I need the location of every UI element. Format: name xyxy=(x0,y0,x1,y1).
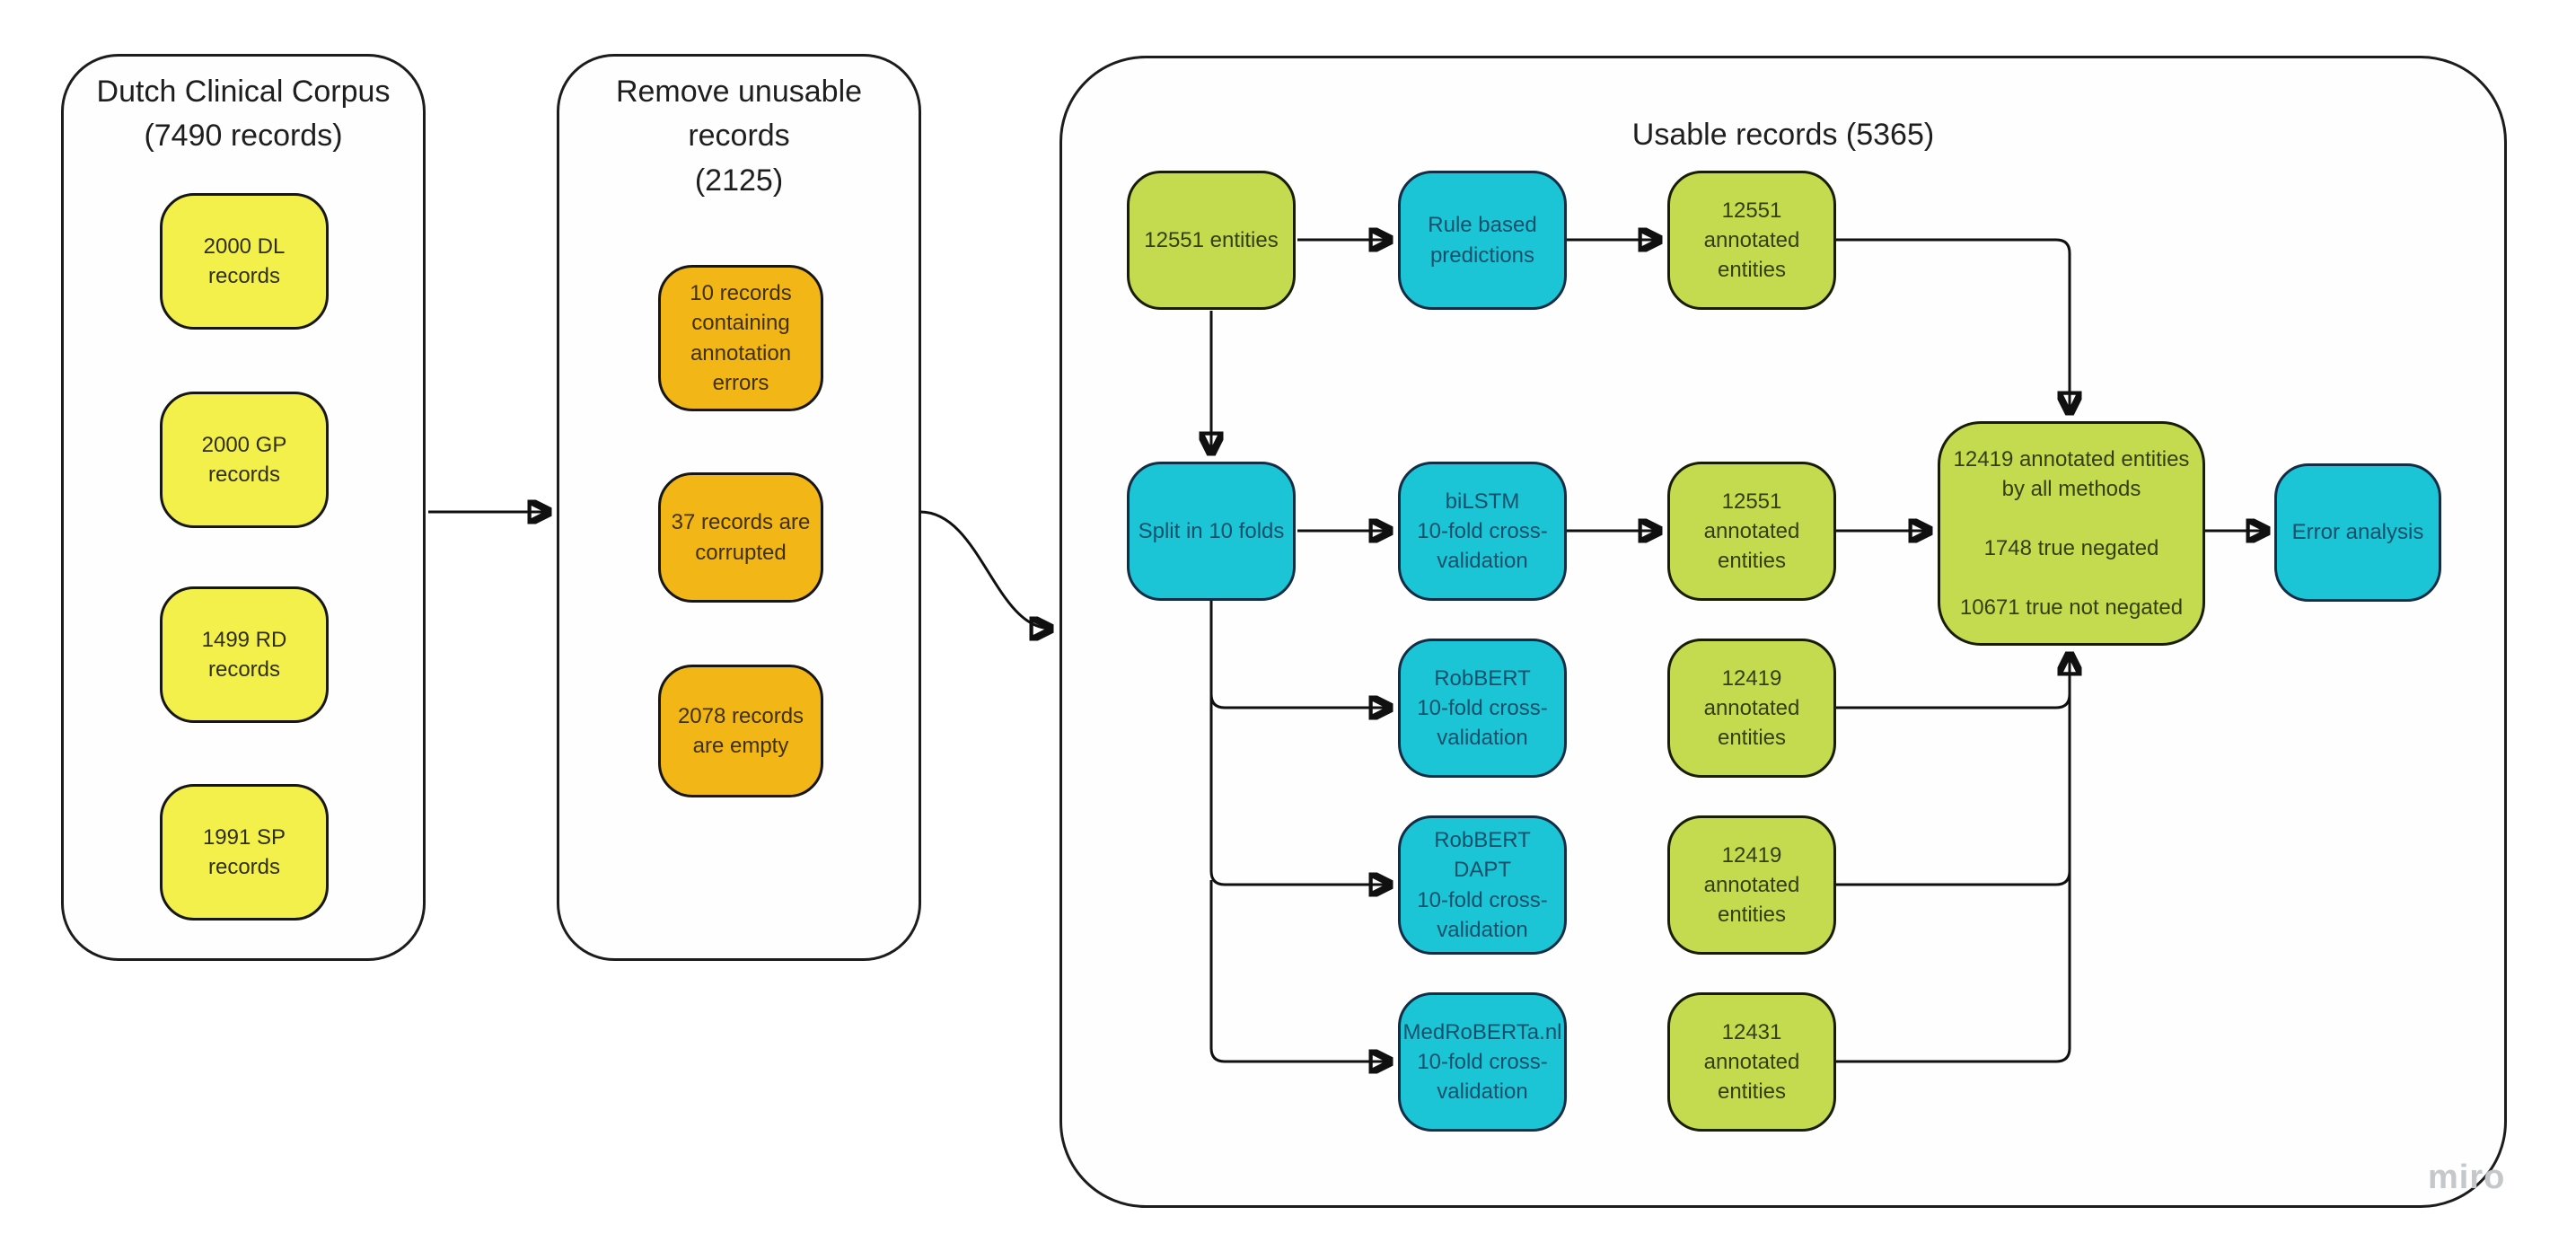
node-robbert-cross-validation[interactable]: RobBERT 10-fold cross- validation xyxy=(1398,639,1567,778)
remove-container-title: Remove unusable records (2125) xyxy=(615,75,863,198)
arrow-remove-to-usable xyxy=(919,510,1051,629)
node-annotated-entities-robbert[interactable]: 12419 annotated entities xyxy=(1667,639,1836,778)
node-rule-based-predictions[interactable]: Rule based predictions xyxy=(1398,171,1567,310)
node-split-in-10-folds[interactable]: Split in 10 folds xyxy=(1127,462,1296,601)
usable-container-title: Usable records (5365) xyxy=(1631,118,1935,152)
node-1499-rd-records[interactable]: 1499 RD records xyxy=(160,586,329,723)
node-empty-records[interactable]: 2078 records are empty xyxy=(658,665,823,797)
line-robbert-annotated-join xyxy=(1836,684,2071,709)
node-annotated-entities-medroberta[interactable]: 12431 annotated entities xyxy=(1667,992,1836,1132)
node-2000-gp-records[interactable]: 2000 GP records xyxy=(160,392,329,528)
node-annotation-error-records[interactable]: 10 records containing annotation errors xyxy=(658,265,823,411)
arrow-split-to-robbert-dapt xyxy=(1209,692,1391,885)
line-robbert-dapt-annotated-join xyxy=(1836,860,2071,886)
arrow-merged-to-summary xyxy=(1836,654,2070,1063)
miro-watermark: miro xyxy=(2428,1158,2506,1196)
node-annotated-entities-rule-based[interactable]: 12551 annotated entities xyxy=(1667,171,1836,310)
node-1991-sp-records[interactable]: 1991 SP records xyxy=(160,784,329,921)
node-corrupted-records[interactable]: 37 records are corrupted xyxy=(658,472,823,603)
arrow-split-to-medroberta xyxy=(1209,880,1391,1062)
node-annotated-entities-robbert-dapt[interactable]: 12419 annotated entities xyxy=(1667,815,1836,955)
arrow-rulebased-annotated-to-summary xyxy=(1836,238,2070,413)
node-12551-entities[interactable]: 12551 entities xyxy=(1127,171,1296,310)
node-bilstm-cross-validation[interactable]: biLSTM 10-fold cross- validation xyxy=(1398,462,1567,601)
node-error-analysis[interactable]: Error analysis xyxy=(2274,463,2441,602)
node-2000-dl-records[interactable]: 2000 DL records xyxy=(160,193,329,330)
node-medroberta-cross-validation[interactable]: MedRoBERTa.nl 10-fold cross- validation xyxy=(1398,992,1567,1132)
node-robbert-dapt-cross-validation[interactable]: RobBERT DAPT 10-fold cross- validation xyxy=(1398,815,1567,955)
node-annotated-entities-bilstm[interactable]: 12551 annotated entities xyxy=(1667,462,1836,601)
node-all-methods-summary[interactable]: 12419 annotated entities by all methods … xyxy=(1938,421,2205,646)
arrow-split-to-robbert xyxy=(1209,601,1391,708)
corpus-container-title: Dutch Clinical Corpus (7490 records) xyxy=(96,75,391,154)
